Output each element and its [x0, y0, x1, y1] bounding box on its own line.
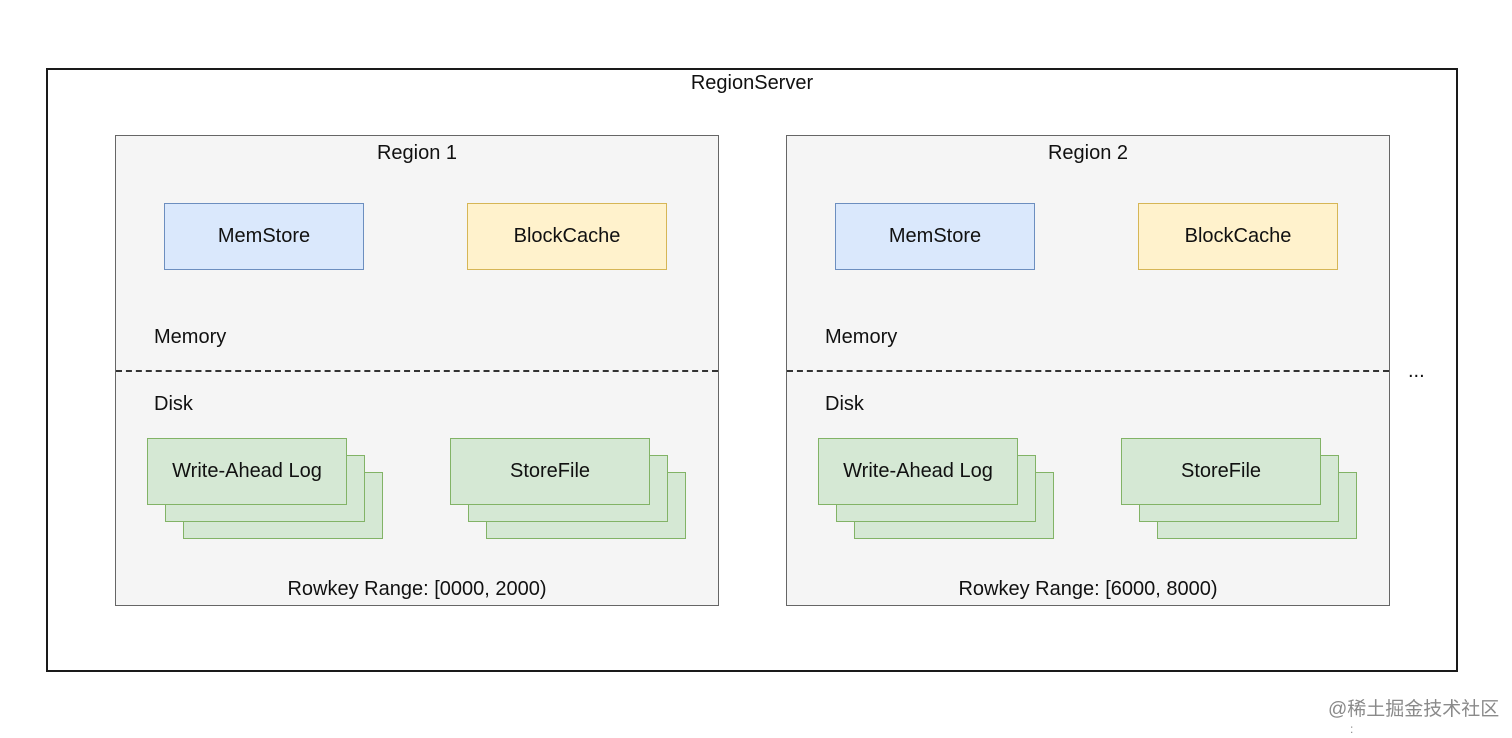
memory-disk-divider: [787, 370, 1389, 372]
memory-label: Memory: [825, 326, 898, 348]
disk-label: Disk: [825, 393, 864, 415]
watermark-text: @稀土掘金技术社区: [1328, 699, 1500, 720]
storefile-box: StoreFile: [450, 438, 650, 505]
disk-label: Disk: [154, 393, 193, 415]
rowkey-range: Rowkey Range: [0000, 2000): [287, 578, 547, 600]
memory-label: Memory: [154, 326, 227, 348]
wal-stack: Write-Ahead Log: [818, 438, 1056, 540]
rowkey-range: Rowkey Range: [6000, 8000): [958, 578, 1218, 600]
region-1: Region 1 MemStore BlockCache Memory Disk…: [115, 135, 719, 606]
storefile-stack: StoreFile: [450, 438, 688, 540]
wal-box: Write-Ahead Log: [818, 438, 1018, 505]
wal-stack: Write-Ahead Log: [147, 438, 385, 540]
regionserver-title: RegionServer: [690, 72, 814, 94]
blockcache-box: BlockCache: [1138, 203, 1338, 270]
storefile-stack: StoreFile: [1121, 438, 1359, 540]
memstore-box: MemStore: [835, 203, 1035, 270]
region-title: Region 2: [1047, 142, 1129, 164]
more-regions-ellipsis: ...: [1408, 360, 1425, 382]
memory-disk-divider: [116, 370, 718, 372]
region-title: Region 1: [376, 142, 458, 164]
watermark-mark: :: [1350, 722, 1354, 736]
region-2: Region 2 MemStore BlockCache Memory Disk…: [786, 135, 1390, 606]
memstore-box: MemStore: [164, 203, 364, 270]
wal-box: Write-Ahead Log: [147, 438, 347, 505]
storefile-box: StoreFile: [1121, 438, 1321, 505]
blockcache-box: BlockCache: [467, 203, 667, 270]
